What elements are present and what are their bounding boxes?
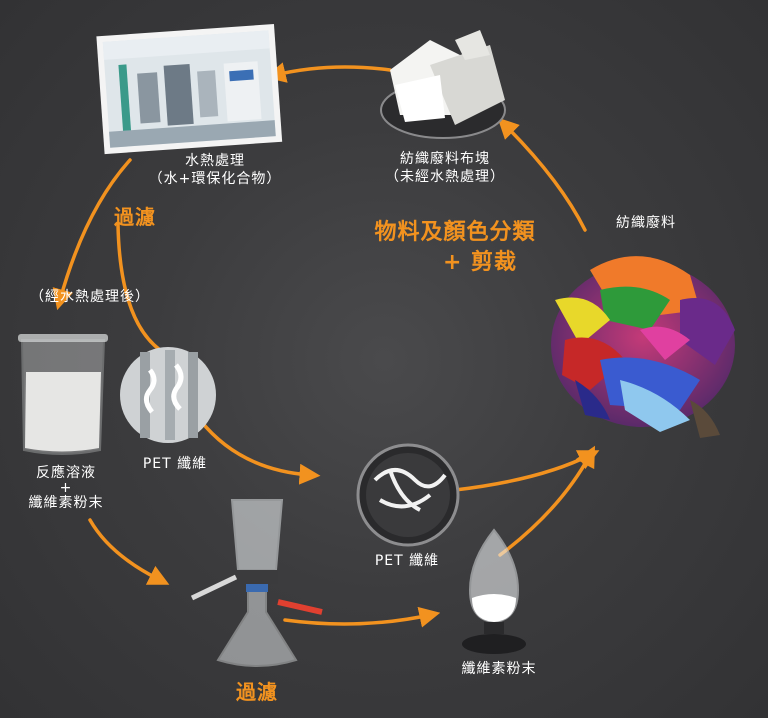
hydrothermal-title: 水熱處理 [185, 153, 245, 169]
reaction-solution-title: 反應溶液 [36, 465, 96, 481]
reaction-solution-label: 反應溶液 + 纖維素粉末 [14, 464, 118, 512]
after-treatment-label: （經水熱處理後） [30, 289, 150, 305]
arrow-pieces-to-hydrothermal [264, 62, 392, 83]
sorting-title: 物料及顏色分類 [374, 220, 536, 245]
pet-fiber-label-1: PET 纖維 [142, 456, 208, 472]
arrow-inner-curve [116, 223, 162, 352]
pet-fiber-dish-image [356, 443, 460, 547]
arrow-hydrothermal-down [52, 158, 132, 311]
fabric-pieces-subtitle: （未經水熱處理） [385, 169, 505, 185]
pet-fiber-label-2: PET 纖維 [374, 553, 440, 569]
fabric-pieces-image [380, 30, 506, 139]
arrow-dish-to-waste [453, 450, 600, 492]
reaction-plus: + [59, 480, 73, 496]
fabric-pieces-label: 紡織廢料布塊 （未經水熱處理） [370, 150, 520, 186]
cellulose-powder-label: 纖維素粉末 [461, 661, 537, 677]
cellulose-powder-image [462, 528, 526, 654]
filtration-apparatus-image [190, 499, 323, 667]
arrow-beaker-to-filter [88, 518, 170, 585]
textile-waste-image [551, 256, 735, 438]
sorting-label: 物料及顏色分類 + 剪裁 [350, 218, 560, 278]
sorting-subtitle: + 剪裁 [442, 250, 518, 275]
textile-waste-label: 紡織廢料 [616, 215, 676, 231]
pet-fiber-image [120, 347, 216, 443]
cycle-arrows [52, 62, 600, 628]
fabric-pieces-title: 紡織廢料布塊 [400, 151, 490, 167]
lab-equipment-image [96, 23, 283, 155]
filter-label-bottom: 過濾 [236, 680, 278, 704]
hydrothermal-subtitle: （水+環保化合物） [148, 171, 282, 187]
arrow-pet-to-dish [198, 418, 321, 485]
arrow-waste-to-pieces [497, 117, 587, 232]
arrow-powder-to-waste [498, 445, 596, 557]
hydrothermal-label: 水熱處理 （水+環保化合物） [140, 152, 290, 188]
arrow-filter-to-powder [283, 606, 441, 628]
reaction-powder: 纖維素粉末 [28, 495, 104, 511]
beaker-image [18, 334, 108, 455]
filter-label-top: 過濾 [114, 205, 156, 229]
